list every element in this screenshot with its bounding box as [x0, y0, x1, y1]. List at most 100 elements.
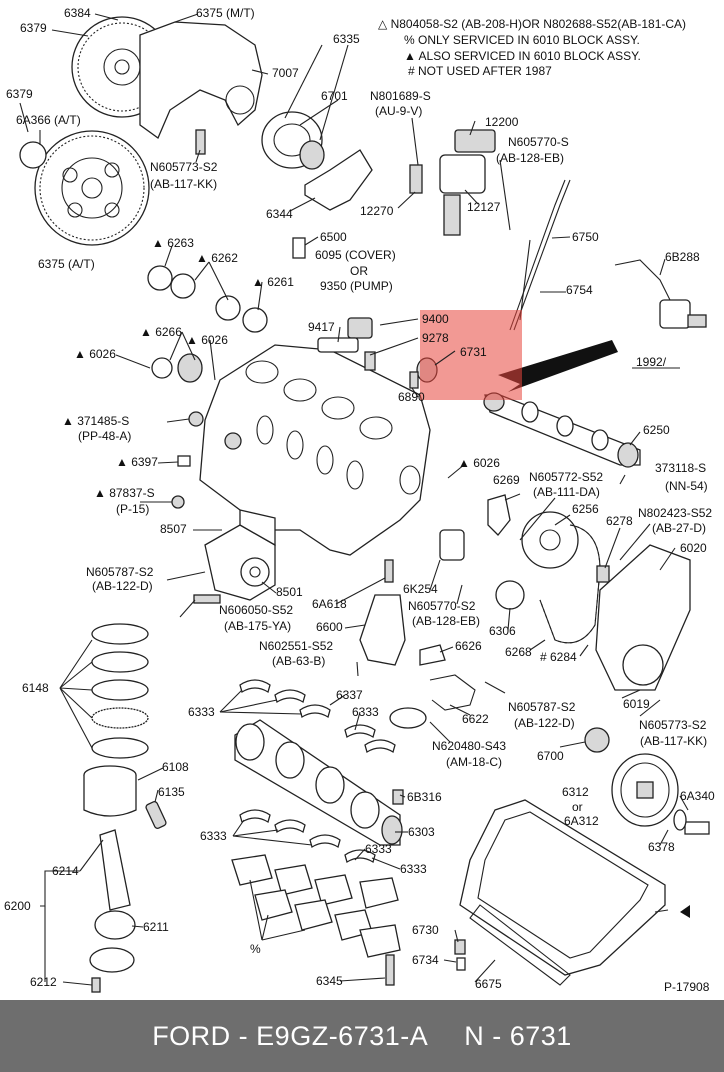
part-label: ▲ 6261 — [252, 275, 294, 289]
part-label: N605787-S2 — [508, 700, 576, 714]
note-2: % ONLY SERVICED IN 6010 BLOCK ASSY. — [404, 33, 640, 47]
part-label: 12270 — [360, 204, 394, 218]
part-label: N801689-S — [370, 89, 431, 103]
part-label: (AB-27-D) — [652, 521, 706, 535]
part-label: 6701 — [321, 89, 348, 103]
part-label: (AM-18-C) — [446, 755, 502, 769]
footer-brand-part: FORD - E9GZ-6731-A — [152, 1020, 429, 1051]
part-label: (AB-128-EB) — [496, 151, 564, 165]
part-label: (AB-122-D) — [514, 716, 575, 730]
part-label: 6268 — [505, 645, 532, 659]
highlight-box — [420, 310, 522, 400]
part-label: 12200 — [485, 115, 519, 129]
distributor — [439, 129, 496, 236]
gasket-6734 — [456, 957, 466, 971]
engine-block — [199, 344, 431, 556]
part-label: 6135 — [158, 785, 185, 799]
part-label: 6731 — [460, 345, 487, 359]
part-label: 6730 — [412, 923, 439, 937]
crankshaft-6303 — [234, 719, 404, 846]
part-label: N802423-S52 — [638, 506, 712, 520]
part-label: 6250 — [643, 423, 670, 437]
part-label: 12127 — [467, 200, 501, 214]
part-label: 6384 — [64, 6, 91, 20]
part-label: 6344 — [266, 207, 293, 221]
part-label: 6337 — [336, 688, 363, 702]
dowel-6397 — [177, 455, 191, 467]
gasket-8507 — [239, 509, 276, 547]
part-label: 6375 (A/T) — [38, 257, 95, 271]
part-label: 6214 — [52, 864, 79, 878]
connecting-rod-6200 — [89, 829, 136, 993]
part-label: 9278 — [422, 331, 449, 345]
part-label: 8507 — [160, 522, 187, 536]
part-label: 6A618 — [312, 597, 347, 611]
part-label: 6600 — [316, 620, 343, 634]
footer-bar: FORD - E9GZ-6731-A N - 6731 — [0, 1000, 724, 1072]
part-label: 6378 — [648, 840, 675, 854]
water-pump-8501 — [204, 509, 276, 601]
part-label: 6333 — [400, 862, 427, 876]
part-label: 6A366 (A/T) — [16, 113, 81, 127]
part-label: 6750 — [572, 230, 599, 244]
note-3: ▲ ALSO SERVICED IN 6010 BLOCK ASSY. — [404, 49, 641, 63]
note-4: # NOT USED AFTER 1987 — [408, 64, 552, 78]
part-label: ▲ 6026 — [186, 333, 228, 347]
spacer-6a366 — [19, 141, 47, 169]
bolt-6a340 — [684, 821, 710, 835]
part-label: 6212 — [30, 975, 57, 989]
part-label: (AB-175-YA) — [224, 619, 291, 633]
part-label: 6734 — [412, 953, 439, 967]
part-label: (P-15) — [116, 502, 149, 516]
plug-87837 — [171, 495, 185, 509]
part-label: 6500 — [320, 230, 347, 244]
part-label: N605772-S52 — [529, 470, 603, 484]
part-label: 9400 — [422, 312, 449, 326]
part-label: 6020 — [680, 541, 707, 555]
bolt-12270 — [409, 164, 423, 194]
callout-arrow — [498, 340, 618, 392]
part-label: 6A312 — [564, 814, 599, 828]
note-1: △ N804058-S2 (AB-208-H)OR N802688-S52(AB… — [378, 17, 686, 31]
main-bearings-6333 — [239, 679, 396, 864]
triangle-marker — [680, 905, 690, 918]
tube-6500 — [292, 237, 306, 259]
oil-pan-6675 — [454, 799, 666, 986]
plug-6730 — [454, 939, 466, 955]
part-label: ▲ 6397 — [116, 455, 158, 469]
part-label: 6303 — [408, 825, 435, 839]
part-label: N620480-S43 — [432, 739, 506, 753]
part-label: N605770-S2 — [408, 599, 476, 613]
flexplate-at — [34, 130, 150, 246]
part-label: (AB-63-B) — [272, 654, 325, 668]
seal-6700 — [584, 727, 610, 753]
part-label: 6256 — [572, 502, 599, 516]
piston-6108 — [83, 765, 167, 829]
dipstick-tube — [519, 239, 531, 321]
camshaft-6250 — [483, 392, 641, 468]
part-label: 6095 (COVER) — [315, 248, 396, 262]
oil-pump-6600 — [359, 594, 476, 729]
part-label: N605770-S — [508, 135, 569, 149]
crank-pulley-6312 — [584, 727, 710, 835]
part-label: 6306 — [489, 624, 516, 638]
dipstick — [509, 179, 566, 331]
bolt-6345 — [385, 954, 395, 986]
dowel-6a618 — [384, 559, 394, 583]
fuel-pump-9350 — [317, 317, 376, 371]
part-label: (AB-128-EB) — [412, 614, 480, 628]
leader-lines — [19, 13, 689, 986]
rear-seal-retainer — [261, 111, 325, 170]
part-label: (AB-122-D) — [92, 579, 153, 593]
washer-6378 — [673, 809, 687, 831]
part-label: 6626 — [455, 639, 482, 653]
plug-block — [224, 432, 242, 450]
part-label: 6269 — [493, 473, 520, 487]
part-labels: 6384 6375 (M/T) 6379 6335 7007 6379 6A36… — [4, 6, 715, 994]
part-label: (NN-54) — [665, 479, 708, 493]
footer-part-number: N - 6731 — [464, 1020, 572, 1051]
part-label: OR — [350, 264, 368, 278]
parts-drawing — [19, 16, 710, 993]
key-6b316 — [392, 789, 404, 805]
part-label: 6333 — [352, 705, 379, 719]
